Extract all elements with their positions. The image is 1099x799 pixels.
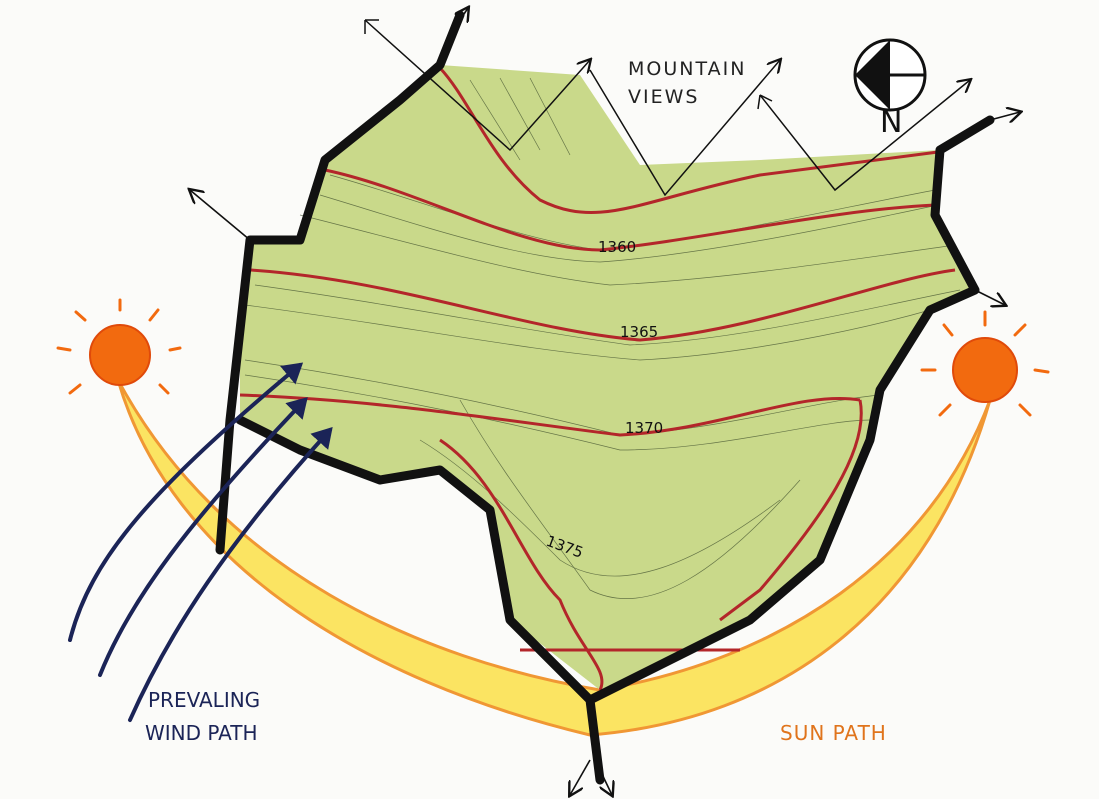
wind-label-1: PREVALING <box>148 688 260 712</box>
north-label: N <box>880 105 902 140</box>
contour-label-1360: 1360 <box>598 238 636 256</box>
contour-1360 <box>324 168 936 252</box>
sun-set-icon <box>920 310 1050 417</box>
minor-contours <box>244 77 961 599</box>
wind-label-2: WIND PATH <box>145 721 258 745</box>
contour-1365 <box>249 268 956 342</box>
mountain-views-label-1: MOUNTAIN <box>628 58 746 80</box>
contour-1375 <box>439 438 604 691</box>
north-arrow-icon <box>853 38 927 112</box>
contour-label-1370: 1370 <box>625 419 663 437</box>
contour-top <box>438 66 939 215</box>
contour-1370 <box>239 393 861 437</box>
site-boundary-road <box>215 10 995 785</box>
contour-east <box>719 399 863 622</box>
contour-label-1365: 1365 <box>620 323 658 341</box>
sun-path-label: SUN PATH <box>780 721 887 745</box>
mountain-views-label-2: VIEWS <box>628 86 699 108</box>
access-arrows <box>190 8 1020 795</box>
sun-rise-icon <box>56 298 182 395</box>
mountain-view-arrows <box>364 19 970 197</box>
wind-arrows <box>68 362 333 722</box>
major-contours <box>239 66 956 691</box>
